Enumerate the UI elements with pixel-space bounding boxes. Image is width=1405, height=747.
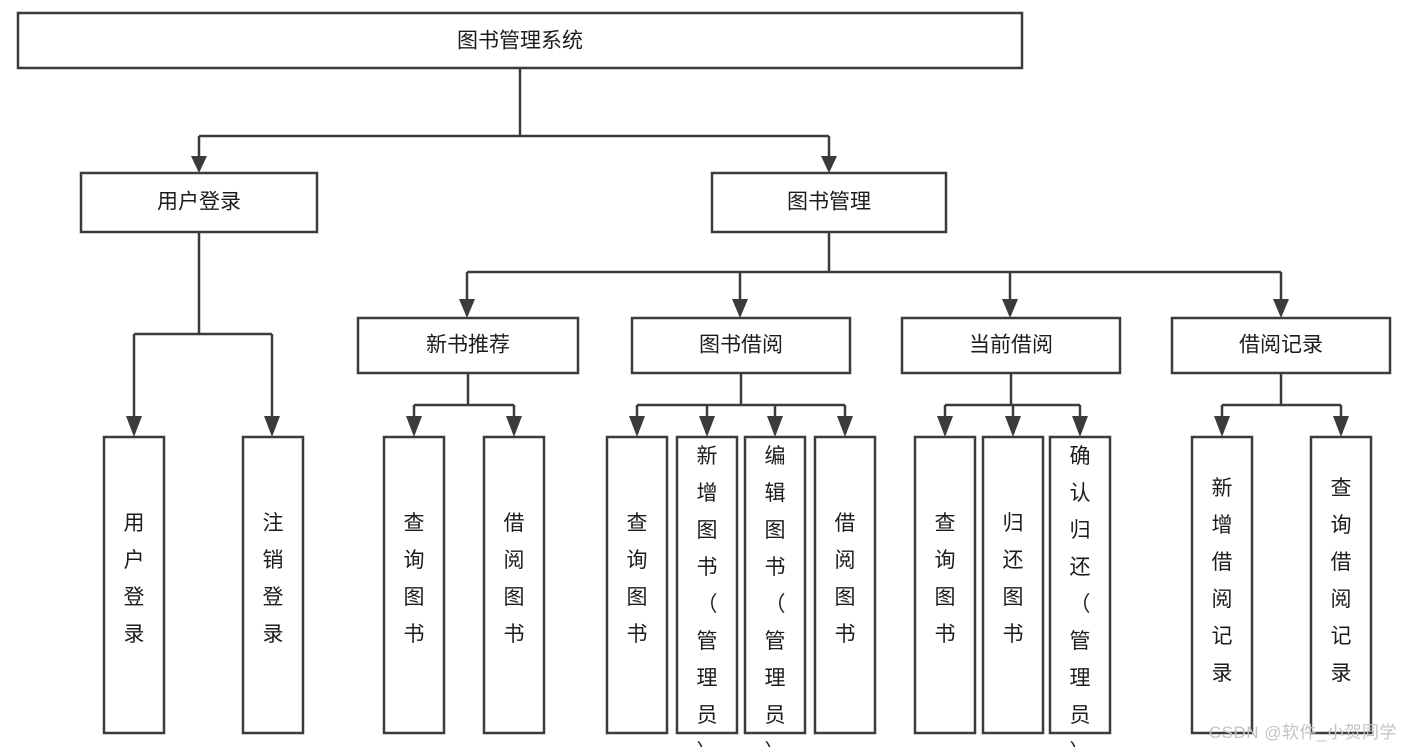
leaf-node-new-book-0[interactable]: 查询图书 xyxy=(382,435,446,735)
leaf-node-new-book-1[interactable]: 借阅图书 xyxy=(482,435,546,735)
node-user-login-label: 用户登录 xyxy=(157,191,241,214)
arrowhead-leaf-book-borrow-3 xyxy=(837,416,853,437)
arrowhead-leaf-user-login-1 xyxy=(264,416,280,437)
arrowhead-borrow-record xyxy=(1273,299,1289,318)
arrowhead-leaf-new-book-1 xyxy=(506,416,522,437)
leaf-node-current-borrow-2[interactable]: 确认归还（管理员） xyxy=(1048,435,1112,747)
arrowhead-leaf-current-borrow-1 xyxy=(1005,416,1021,437)
arrowhead-leaf-book-borrow-2 xyxy=(767,416,783,437)
node-root-label: 图书管理系统 xyxy=(457,30,583,53)
leaf-label-user-login-0: 用户登录 xyxy=(124,512,145,646)
leaf-node-book-borrow-2[interactable]: 编辑图书（管理员） xyxy=(743,435,807,747)
node-book-borrow-box xyxy=(630,316,852,375)
arrowhead-user-login xyxy=(191,156,207,173)
node-root[interactable]: 图书管理系统 xyxy=(16,11,1024,70)
leaf-node-borrow-record-0[interactable]: 新增借阅记录 xyxy=(1190,435,1254,735)
node-book-management-label: 图书管理 xyxy=(787,191,871,214)
node-current-borrow-label: 当前借阅 xyxy=(969,334,1053,357)
node-new-book-recommend-label: 新书推荐 xyxy=(426,334,510,357)
arrowhead-leaf-book-borrow-1 xyxy=(699,416,715,437)
leaf-node-user-login-1[interactable]: 注销登录 xyxy=(241,435,305,735)
arrowhead-leaf-new-book-0 xyxy=(406,416,422,437)
node-book-borrow[interactable]: 图书借阅 xyxy=(630,316,852,375)
node-current-borrow[interactable]: 当前借阅 xyxy=(900,316,1122,375)
leaf-box xyxy=(382,435,446,735)
leaf-box xyxy=(913,435,977,735)
leaf-label-book-borrow-0: 查询图书 xyxy=(627,512,648,646)
leaf-node-current-borrow-1[interactable]: 归还图书 xyxy=(981,435,1045,735)
arrowhead-leaf-current-borrow-2 xyxy=(1072,416,1088,437)
node-book-borrow-label: 图书借阅 xyxy=(699,334,783,357)
node-borrow-record-box xyxy=(1170,316,1392,375)
arrowhead-current-borrow xyxy=(1002,299,1018,318)
leaf-label-book-borrow-1: 新增图书（管理员） xyxy=(697,445,718,747)
node-book-management[interactable]: 图书管理 xyxy=(710,171,948,234)
leaf-node-book-borrow-0[interactable]: 查询图书 xyxy=(605,435,669,735)
leaf-box xyxy=(675,435,739,735)
leaf-box xyxy=(813,435,877,735)
arrowhead-new-book xyxy=(459,299,475,318)
leaf-label-new-book-1: 借阅图书 xyxy=(504,512,525,646)
arrowhead-leaf-user-login-0 xyxy=(126,416,142,437)
leaf-label-book-borrow-2: 编辑图书（管理员） xyxy=(765,445,786,747)
leaf-node-book-borrow-3[interactable]: 借阅图书 xyxy=(813,435,877,735)
leaf-node-current-borrow-0[interactable]: 查询图书 xyxy=(913,435,977,735)
leaf-box xyxy=(1048,435,1112,735)
leaf-node-user-login-0[interactable]: 用户登录 xyxy=(102,435,166,735)
leaf-box xyxy=(102,435,166,735)
node-book-management-box xyxy=(710,171,948,234)
leaf-label-borrow-record-1: 查询借阅记录 xyxy=(1331,477,1352,685)
leaf-label-new-book-0: 查询图书 xyxy=(404,512,425,646)
leaf-label-user-login-1: 注销登录 xyxy=(263,512,284,646)
arrowhead-book-mgmt xyxy=(821,156,837,173)
arrowhead-book-borrow xyxy=(732,299,748,318)
leaf-label-current-borrow-0: 查询图书 xyxy=(935,512,956,646)
node-new-book-recommend[interactable]: 新书推荐 xyxy=(356,316,580,375)
node-user-login[interactable]: 用户登录 xyxy=(79,171,319,234)
leaf-box xyxy=(743,435,807,735)
arrowhead-leaf-book-borrow-0 xyxy=(629,416,645,437)
node-borrow-record[interactable]: 借阅记录 xyxy=(1170,316,1392,375)
leaf-box xyxy=(981,435,1045,735)
node-borrow-record-label: 借阅记录 xyxy=(1239,334,1323,357)
leaf-label-book-borrow-3: 借阅图书 xyxy=(835,512,856,646)
leaf-box xyxy=(482,435,546,735)
leaf-box xyxy=(1190,435,1254,735)
leaf-box xyxy=(605,435,669,735)
leaf-node-book-borrow-1[interactable]: 新增图书（管理员） xyxy=(675,435,739,747)
arrowhead-leaf-borrow-record-0 xyxy=(1214,416,1230,437)
leaf-label-current-borrow-1: 归还图书 xyxy=(1003,512,1024,646)
leaf-label-borrow-record-0: 新增借阅记录 xyxy=(1212,477,1233,685)
leaf-box xyxy=(1309,435,1373,735)
node-current-borrow-box xyxy=(900,316,1122,375)
leaf-box xyxy=(241,435,305,735)
leaf-node-borrow-record-1[interactable]: 查询借阅记录 xyxy=(1309,435,1373,735)
leaf-label-current-borrow-2: 确认归还（管理员） xyxy=(1070,445,1091,747)
arrowhead-leaf-current-borrow-0 xyxy=(937,416,953,437)
node-new-book-recommend-box xyxy=(356,316,580,375)
arrowhead-leaf-borrow-record-1 xyxy=(1333,416,1349,437)
node-root-box xyxy=(16,11,1024,70)
